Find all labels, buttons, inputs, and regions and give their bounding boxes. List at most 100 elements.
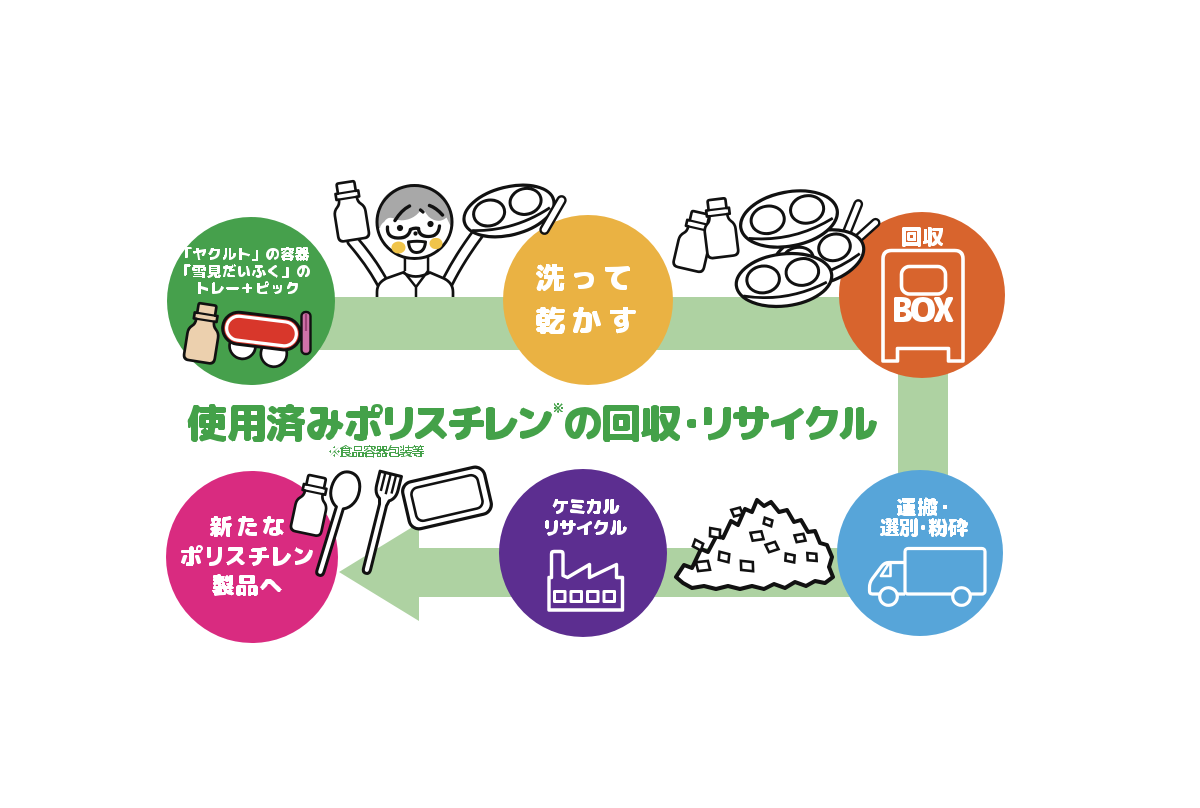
used-bottle-part-4 [707,206,730,218]
person-illustration-part-11 [427,203,445,217]
crushed-flakes-pile-part-4 [691,537,705,553]
used-bottle [672,209,712,274]
step-label-collect [881,227,965,363]
held-pick [539,195,567,235]
step-circle-wash [503,215,673,385]
product-tray [401,465,493,531]
held-tray-part-3 [508,186,543,216]
person-cheek [429,237,443,250]
used-containers-illustration [672,189,881,309]
page-title-text [187,403,877,442]
step-product-line-1 [210,516,284,537]
step-source-line-3 [198,281,298,294]
yakult-bottle [182,301,220,365]
crushed-flakes-pile-part-10 [783,551,797,565]
factory-icon-part-3 [569,590,583,603]
used-tray-part-11 [784,257,821,287]
crushed-flakes-pile-part-9 [763,540,781,554]
held-tray [462,183,556,239]
product-bottle-part-2 [302,483,325,496]
pink-pick-part-1 [300,310,312,356]
step-label-wash [536,264,636,334]
step-chemical-line-2 [545,520,627,536]
truck-icon-part-2 [867,560,905,596]
used-tray [739,189,839,249]
used-bottle [703,196,740,260]
product-fork-part-1 [361,469,403,575]
pink-pick [300,310,312,356]
held-bottle [333,179,371,243]
step-chemical-line-1 [552,499,620,514]
crushed-flakes-pile-part-8 [739,559,755,573]
crushed-flakes-pile-part-7 [694,559,712,573]
product-tray-part-1 [401,465,493,531]
person-nose [413,231,418,236]
source-items-illustration-part-1-part-1 [194,311,217,323]
person-illustration-part-14 [427,220,434,228]
title-footnote-text [329,445,424,458]
collect-box-text [894,297,954,322]
collection-box-icon-part-2 [899,264,948,296]
step-label-chemical [545,499,627,612]
product-tray-part-2 [410,473,484,523]
person-illustration-part-9 [375,184,454,260]
glasses-icon-part-3 [416,224,442,239]
truck-icon-part-3 [879,561,892,578]
held-pick-part-1 [539,195,567,235]
glasses-icon-part-1 [385,225,413,240]
used-tray-part-8 [748,217,834,241]
used-tray-part-7 [789,194,826,225]
red-tray [221,310,302,369]
step-product-line-3 [212,574,282,596]
truck-icon [867,546,987,607]
person-illustration-part-10 [393,204,412,223]
crushed-flakes-pile-part-3 [708,526,722,540]
product-items-illustration [289,465,493,577]
person-cheek [391,241,406,254]
red-tray-part-4 [225,314,298,348]
held-tray-part-1 [462,183,556,239]
person-illustration [346,184,486,308]
crushed-flakes-pile-part-11 [792,532,808,544]
held-bottle-part-1 [333,179,371,243]
truck-icon-part-4 [878,586,899,607]
product-bottle-part-1 [289,473,328,538]
source-items-illustration-part-1 [182,301,220,365]
source-items-illustration [182,301,312,369]
step-label-product [181,516,313,596]
truck-icon-part-1 [903,546,987,596]
product-fork [361,469,403,575]
used-tray [734,251,834,309]
step-transport-line-1 [897,497,947,516]
crushed-flakes-pile-part-12 [805,551,819,563]
factory-icon-part-1 [547,549,625,612]
glasses-icon [385,224,442,240]
person-illustration-part-12 [418,208,425,214]
collect-kaishu-text [902,227,943,247]
product-spoon [315,470,362,577]
product-bottle [289,473,328,538]
factory-icon-part-2 [553,590,567,603]
crushed-flakes-pile-part-2 [729,506,745,518]
step-source-line-2 [184,264,310,278]
crushed-flakes-pile-part-6 [717,550,731,564]
used-tray-part-6 [749,204,786,236]
held-tray-part-2 [472,198,507,228]
step-source-line-1 [185,247,309,261]
person-held-items [333,179,567,243]
person-mouth [407,239,427,254]
step-circle-transport [837,470,1003,636]
collection-box-icon [881,248,965,363]
person-illustration-part-13 [396,224,404,232]
held-tray-part-4 [472,206,551,232]
factory-icon [547,549,625,612]
factory-icon-part-4 [586,590,600,603]
used-bottle-part-3 [703,196,740,260]
truck-icon-part-5 [951,586,972,607]
product-spoon-part-1 [315,470,362,577]
crushed-flakes-pile-part-1 [674,498,835,591]
step-wash-line-2 [536,306,636,334]
product-fork-part-2 [379,473,398,495]
